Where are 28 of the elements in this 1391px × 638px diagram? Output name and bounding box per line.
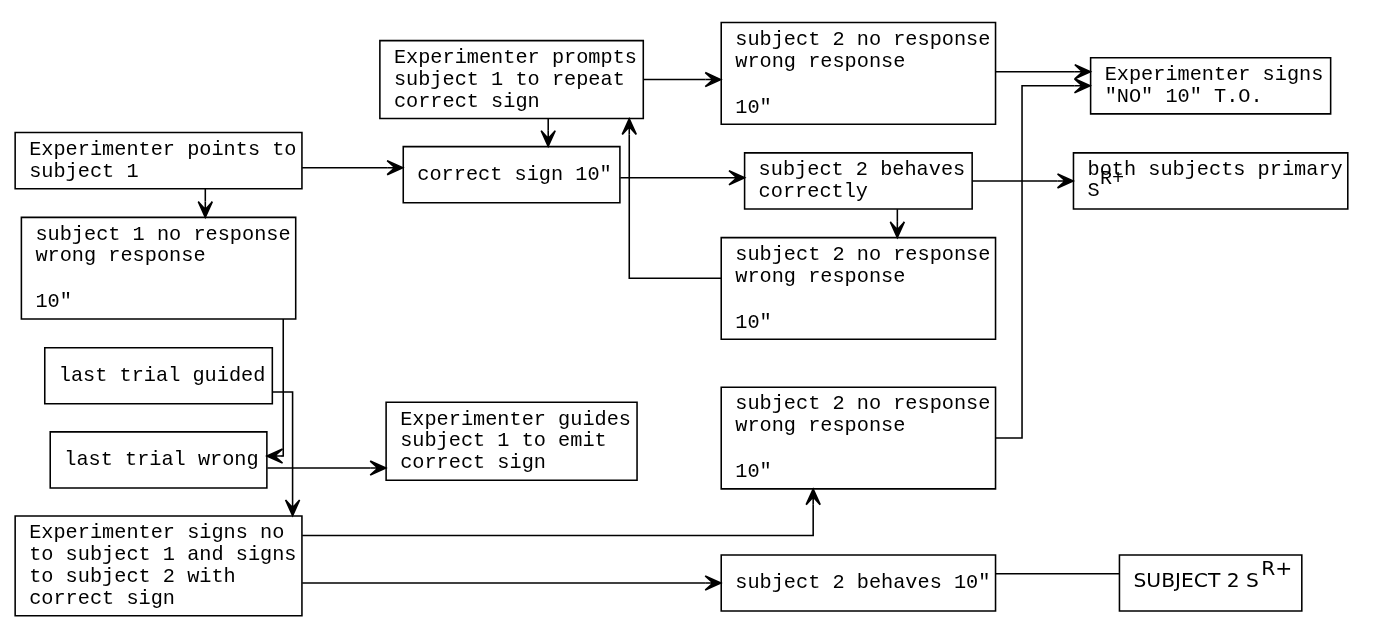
arrow: [301, 575, 722, 591]
node-box: subject 1 no response wrong response 10": [20, 216, 297, 320]
node-box: Experimenter signs no to subject 1 and signs to subject 2 with correct sign: [14, 515, 303, 617]
node-box: subject 2 no response wrong response 10": [720, 386, 997, 490]
arrow: [619, 170, 746, 186]
arrow: [971, 173, 1074, 189]
arrow: [301, 488, 821, 537]
arrow: [301, 159, 404, 176]
arrow: [266, 460, 387, 476]
node-box: Experimenter points to subject 1: [14, 131, 303, 190]
node-box: subject 2 no response wrong response 10": [720, 21, 997, 125]
arrow: [540, 118, 556, 148]
arrow: [994, 64, 1092, 80]
arrow: [994, 78, 1091, 439]
node-box: last trial wrong: [49, 431, 268, 489]
arrow: [266, 318, 284, 464]
node-box: Experimenter signs "NO" 10" T.O.: [1089, 57, 1332, 115]
node-box: subject 2 no response wrong response 10": [720, 236, 997, 341]
node-box: Experimenter prompts subject 1 to repeat correct sign: [379, 39, 645, 120]
node-box: correct sign 10": [402, 145, 621, 204]
node-box: subject 2 behaves correctly: [743, 152, 973, 210]
node-box: last trial guided: [44, 346, 274, 405]
connector: [994, 572, 1121, 575]
arrow: [642, 71, 722, 88]
arrow: [272, 391, 301, 517]
node-box: Experimenter guides subject 1 to emit correct sign: [385, 401, 638, 481]
arrow: [621, 118, 722, 280]
node-box: subject 2 behaves 10": [720, 554, 997, 612]
